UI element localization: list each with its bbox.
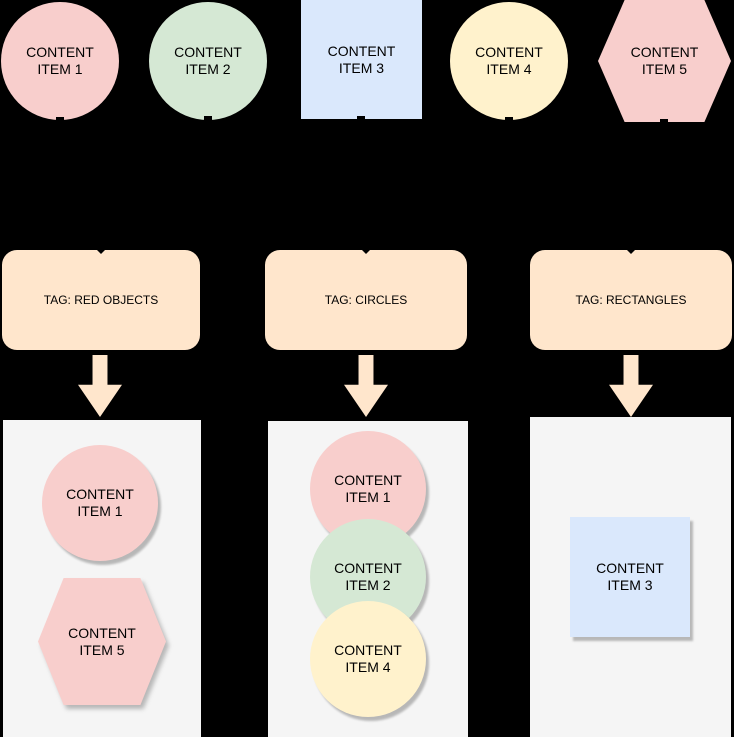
content-item-1-label: CONTENT ITEM 1: [26, 44, 94, 77]
hexagon-shape: CONTENT ITEM 5: [38, 578, 166, 705]
grouped-item-1-label: CONTENT ITEM 1: [334, 472, 402, 505]
content-item-5-shape: CONTENT ITEM 5: [598, 0, 731, 122]
tag-red-objects-label: TAG: RED OBJECTS: [43, 293, 159, 307]
content-item-1-shape: CONTENT ITEM 1: [1, 2, 119, 120]
down-arrow-icon: [609, 355, 653, 417]
grouped-item-2-label: CONTENT ITEM 2: [334, 560, 402, 593]
tag-red-objects: TAG: RED OBJECTS: [2, 250, 200, 350]
grouped-item-5-label: CONTENT ITEM 5: [68, 624, 136, 658]
connector-stub: [204, 116, 212, 120]
content-item-2-shape: CONTENT ITEM 2: [149, 2, 267, 120]
down-arrow-icon: [78, 355, 122, 417]
tag-circles-label: TAG: CIRCLES: [324, 293, 408, 307]
connector-stub: [357, 116, 365, 120]
content-item-2-label: CONTENT ITEM 2: [174, 44, 242, 77]
down-arrow-icon: [344, 355, 388, 417]
grouped-item-3-label: CONTENT ITEM 3: [596, 560, 664, 593]
content-item-3-shape: CONTENT ITEM 3: [301, 0, 422, 119]
content-item-5-label: CONTENT ITEM 5: [630, 44, 699, 77]
hexagon-shape: CONTENT ITEM 5: [598, 0, 731, 122]
content-item-3-label: CONTENT ITEM 3: [327, 42, 396, 76]
connector-stub: [56, 117, 64, 121]
connector-stub: [505, 117, 513, 121]
tag-rectangles-label: TAG: RECTANGLES: [575, 293, 687, 307]
grouped-item-4-label: CONTENT ITEM 4: [334, 642, 402, 675]
grouped-item-1-label: CONTENT ITEM 1: [66, 486, 134, 519]
connector-stub: [660, 119, 668, 123]
connector-arrowhead: [625, 248, 637, 254]
grouped-item-1-circle: CONTENT ITEM 1: [42, 445, 158, 561]
tag-rectangles: TAG: RECTANGLES: [530, 250, 732, 350]
grouped-item-4-circle: CONTENT ITEM 4: [310, 601, 426, 717]
content-item-4-shape: CONTENT ITEM 4: [450, 2, 568, 120]
grouped-item-3-square: CONTENT ITEM 3: [570, 517, 690, 637]
grouped-item-5-hexagon: CONTENT ITEM 5: [38, 578, 166, 705]
tag-circles: TAG: CIRCLES: [265, 250, 467, 350]
content-item-4-label: CONTENT ITEM 4: [475, 44, 543, 77]
connector-arrowhead: [95, 248, 107, 254]
connector-arrowhead: [360, 248, 372, 254]
